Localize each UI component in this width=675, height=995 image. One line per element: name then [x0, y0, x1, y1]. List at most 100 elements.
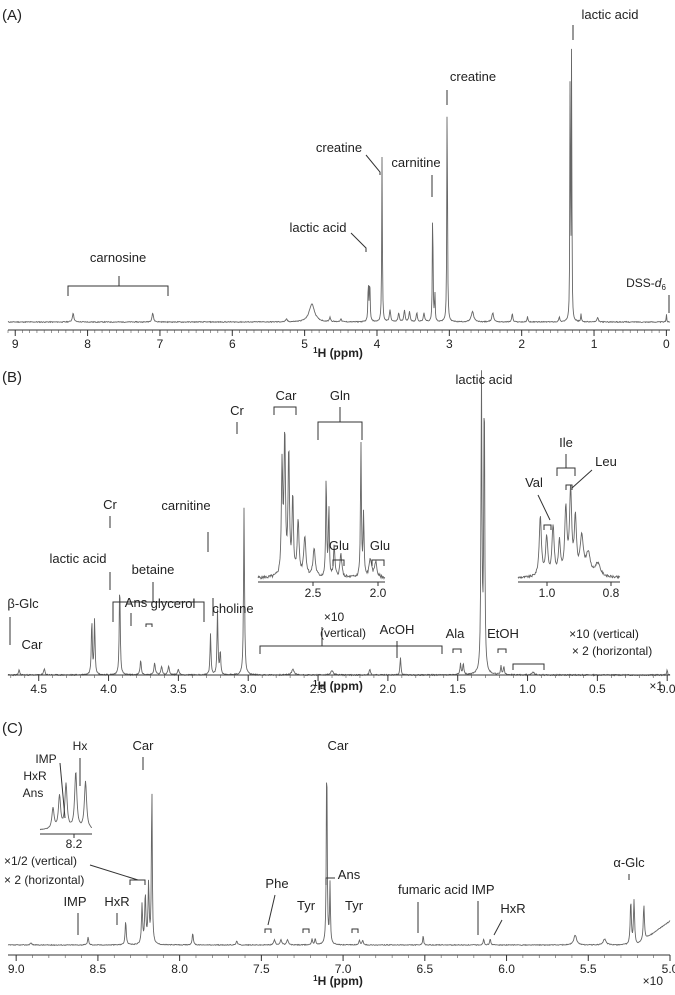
inset-gln-car: 2.5 2.0 Car Gln Glu Glu — [257, 388, 390, 600]
inset-label-ile: Ile — [559, 435, 573, 450]
panel-c-x-axis: 9.08.58.07.57.06.56.05.55.0 — [8, 954, 675, 976]
inset-leader — [537, 494, 551, 521]
axis-tick-label: 6 — [229, 337, 236, 351]
axis-tick-label: 8.5 — [90, 962, 107, 976]
panel-a-label: (A) — [2, 7, 22, 24]
axis-tick-label: 9.0 — [8, 962, 25, 976]
annotation-tyr: Tyr — [297, 898, 316, 913]
annotation-cr-2: Cr — [103, 497, 117, 512]
annotation-leader — [365, 154, 381, 175]
betaine-bracket — [112, 601, 205, 622]
axis-tick-label: 4.0 — [100, 682, 117, 696]
inset-tick-label: 2.0 — [370, 586, 387, 600]
axis-tick-label: 4.5 — [30, 682, 47, 696]
inset-purines-spectrum — [39, 772, 92, 831]
annotation-ans: Ans — [125, 595, 148, 610]
annotation-carnitine: carnitine — [161, 498, 210, 513]
annotation-lactic-acid: lactic acid — [581, 7, 638, 22]
inset-bracket — [332, 559, 345, 566]
annotation-lactic-acid-2: lactic acid — [289, 220, 346, 235]
inset-tick-label: 0.8 — [603, 586, 620, 600]
etoh-bracket — [497, 648, 507, 653]
axis-tick-label: 7 — [157, 337, 164, 351]
x2-bracket — [129, 879, 146, 885]
annotation-vertical: (vertical) — [320, 626, 366, 640]
annotation-leader — [89, 864, 139, 881]
tyr-bracket — [351, 928, 359, 933]
annotation-beta-glc: β-Glc — [7, 596, 39, 611]
axis-tick-label: 7.5 — [253, 962, 270, 976]
annotation-car: Car — [22, 637, 44, 652]
inset-label-val: Val — [525, 475, 543, 490]
panel-c-spectrum — [7, 782, 671, 947]
annotation-imp-2: IMP — [471, 882, 494, 897]
axis-tick-label: 4 — [374, 337, 381, 351]
spectrum-trace — [7, 48, 671, 324]
axis-tick-label: 7.0 — [335, 962, 352, 976]
annotation-leader — [267, 894, 276, 926]
annotation-hxr-2: HxR — [500, 901, 525, 916]
ala-bracket — [452, 648, 462, 653]
panel-a-x-axis-label: 1H (ppm) — [313, 346, 363, 360]
axis-tick-label: 3.5 — [170, 682, 187, 696]
annotation-choline: choline — [212, 601, 253, 616]
annotation-leader — [325, 877, 335, 885]
x2-bracket — [512, 663, 545, 670]
annotation-glycerol: glycerol — [151, 596, 196, 611]
annotation-x2-horizontal: × 2 (horizontal) — [572, 644, 652, 658]
annotation-cr: Cr — [230, 403, 244, 418]
inset-gln-car-spectrum — [257, 431, 386, 580]
axis-tick-label: 2.0 — [380, 682, 397, 696]
panel-a-spectrum — [7, 48, 671, 324]
inset-bracket — [371, 559, 385, 566]
annotation-betaine: betaine — [132, 562, 175, 577]
annotation-x10-vertical: ×10 (vertical) — [569, 627, 639, 641]
annotation-car: Car — [133, 738, 155, 753]
inset-tick-label: 2.5 — [305, 586, 322, 600]
carnosine-bracket — [67, 276, 169, 296]
annotation-ans: Ans — [338, 867, 361, 882]
phe-brackets — [264, 928, 272, 933]
axis-tick-label: 9 — [12, 337, 19, 351]
inset-bracket — [565, 484, 573, 490]
inset-leader — [59, 762, 66, 819]
axis-tick-label: 8 — [84, 337, 91, 351]
annotation-half-vertical: ×1/2 (vertical) — [4, 854, 77, 868]
spectrum-trace — [7, 782, 671, 947]
axis-tick-label: 3 — [446, 337, 453, 351]
axis-tick-label: 0.5 — [589, 682, 606, 696]
annotation-imp: IMP — [63, 894, 86, 909]
inset-bracket — [317, 421, 363, 440]
annotation-tyr-2: Tyr — [345, 898, 364, 913]
annotation-leader — [350, 232, 367, 252]
panel-c-label: (C) — [2, 720, 23, 737]
axis-tick-label: 5 — [301, 337, 308, 351]
axis-tick-label: 6.5 — [416, 962, 433, 976]
inset-trace — [39, 772, 92, 831]
inset-label-glu: Glu — [329, 538, 349, 553]
inset-label-hxr: HxR — [23, 769, 47, 783]
panel-c-x-axis-label: 1H (ppm) — [313, 974, 363, 988]
annotation-x10: ×10 — [324, 610, 345, 624]
inset-purines: 8.2 IMP HxR Ans Hx — [23, 739, 92, 851]
annotation-creatine-2: creatine — [316, 140, 362, 155]
axis-tick-label: 1 — [591, 337, 598, 351]
inset-label-imp: IMP — [35, 752, 56, 766]
inset-bracket — [273, 406, 297, 415]
annotation-carnosine: carnosine — [90, 250, 146, 265]
panel-c: (C) 9.08.58.07.57.06.56.05.55.0 1H (ppm)… — [2, 720, 675, 988]
annotation-hxr: HxR — [104, 894, 129, 909]
annotation-car-2: Car — [328, 738, 350, 753]
x10-bracket — [259, 645, 443, 654]
inset-label-leu: Leu — [595, 454, 617, 469]
tyr-bracket — [302, 928, 310, 933]
inset-label-glu-2: Glu — [370, 538, 390, 553]
axis-tick-label: 0.0 — [659, 682, 675, 696]
annotation-fumaric-acid: fumaric acid — [398, 882, 468, 897]
inset-label-gln: Gln — [330, 388, 350, 403]
